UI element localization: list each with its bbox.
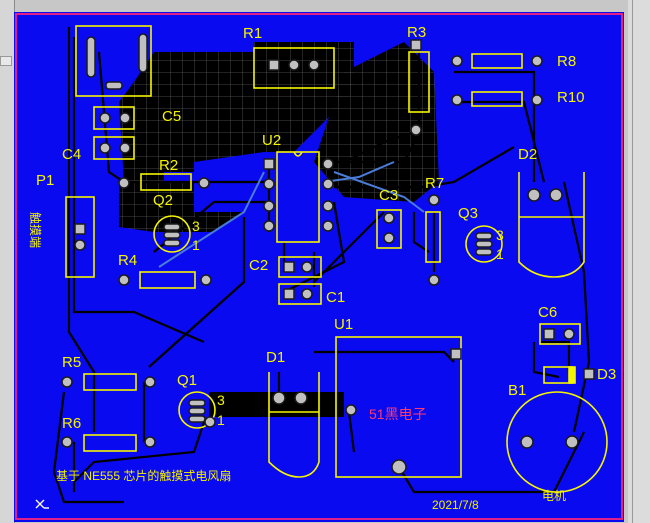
designator-d1: D1 xyxy=(266,349,285,366)
designator-c1: C1 xyxy=(326,289,345,306)
board-title-text: 基于 NE555 芯片的触摸式电风扇 xyxy=(56,468,231,483)
board-outline xyxy=(15,13,623,520)
origin-marker xyxy=(35,499,49,509)
designator-r3: R3 xyxy=(407,24,426,41)
designator-c5: C5 xyxy=(162,108,181,125)
u1-label-text: 51黑电子 xyxy=(369,406,427,422)
pads xyxy=(61,33,595,475)
designator-b1: B1 xyxy=(508,382,526,399)
q1-pin3-label: 3 xyxy=(217,392,225,408)
motor-label: 电机 xyxy=(542,489,566,503)
designator-c2: C2 xyxy=(249,257,268,274)
designator-d3: D3 xyxy=(597,366,616,383)
designator-r8: R8 xyxy=(557,53,576,70)
designator-c4: C4 xyxy=(62,146,81,163)
designator-r7: R7 xyxy=(425,175,444,192)
designator-q1: Q1 xyxy=(177,372,197,389)
board-date-text: 2021/7/8 xyxy=(432,498,479,512)
q3-pin3-label: 3 xyxy=(496,227,504,243)
designator-u1: U1 xyxy=(334,316,353,333)
touch-label: 触摸端 xyxy=(28,212,42,248)
toolbar-grip[interactable] xyxy=(0,56,12,66)
designator-r1: R1 xyxy=(243,25,262,42)
designator-c3: C3 xyxy=(379,187,398,204)
designator-d2: D2 xyxy=(518,146,537,163)
q2-pin3-label: 3 xyxy=(192,218,200,234)
pcb-board[interactable]: R1 R3 R8 R10 C5 C4 U2 D2 R2 P1 Q2 C3 R7 … xyxy=(14,12,628,523)
q2-pin1-label: 1 xyxy=(192,237,200,253)
designator-u2: U2 xyxy=(262,132,281,149)
designator-r10: R10 xyxy=(557,89,585,106)
copper-traces xyxy=(52,27,591,504)
designator-r6: R6 xyxy=(62,415,81,432)
copper-pour xyxy=(119,42,439,417)
workspace-right-strip xyxy=(628,0,650,523)
designator-q3: Q3 xyxy=(458,205,478,222)
q1-pin1-label: 1 xyxy=(217,412,225,428)
designator-r4: R4 xyxy=(118,252,137,269)
designator-q2: Q2 xyxy=(153,192,173,209)
bottom-traces xyxy=(158,161,425,268)
designator-p1: P1 xyxy=(36,172,54,189)
designator-r2: R2 xyxy=(159,157,178,174)
designator-c6: C6 xyxy=(538,304,557,321)
designator-r5: R5 xyxy=(62,354,81,371)
silkscreen xyxy=(65,25,608,493)
workspace-left-strip xyxy=(0,0,15,523)
q3-pin1-label: 1 xyxy=(496,246,504,262)
